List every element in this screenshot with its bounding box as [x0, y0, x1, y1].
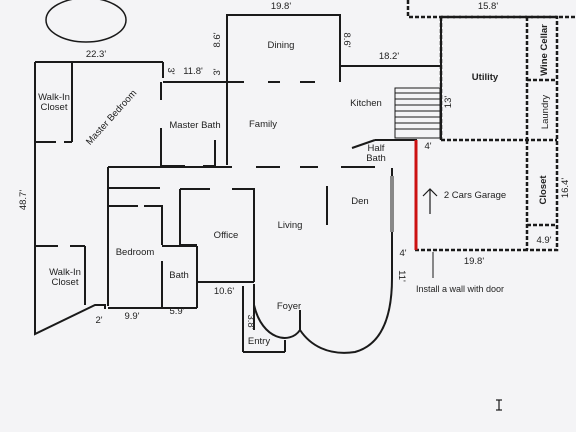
dim-dining-left: 8.6' — [212, 32, 224, 48]
room-bath: Bath — [169, 270, 189, 282]
dim-left-wall: 48.7' — [18, 189, 30, 211]
room-living: Living — [277, 220, 303, 232]
dim-step-3-top: 3' — [164, 67, 176, 75]
dim-dining-right: 8.6' — [340, 32, 352, 48]
room-foyer: Foyer — [276, 301, 302, 313]
dim-closet-4-9: 4.9' — [536, 235, 552, 247]
room-walk-in-closet-top: Walk-In Closet — [38, 92, 70, 113]
dim-master-bath-top: 11.8' — [183, 66, 203, 78]
master-wing-outer — [34, 62, 106, 336]
up-arrow-icon — [422, 188, 438, 214]
dim-step-3-left: 3' — [212, 68, 224, 76]
room-utility: Utility — [471, 72, 499, 84]
room-wine-cellar: Wine Cellar — [539, 24, 551, 76]
dim-garage-side: 16.4' — [560, 177, 572, 199]
room-kitchen: Kitchen — [350, 98, 382, 110]
room-garage: 2 Cars Garage — [443, 190, 507, 202]
dim-top-left-wall: 22.3' — [85, 49, 107, 61]
dim-kitchen-side: 13' — [443, 95, 455, 109]
room-dining: Dining — [267, 40, 295, 52]
dim-den-11: 11' — [395, 270, 407, 282]
room-office: Office — [213, 230, 239, 242]
dim-den-4: 4' — [399, 248, 407, 260]
dim-entry-3-8: 3.8' — [244, 314, 256, 330]
stairs — [394, 87, 441, 139]
dining-walls — [226, 14, 341, 82]
text-cursor-icon — [496, 399, 502, 411]
dim-bottom-2: 2' — [95, 315, 103, 327]
room-den: Den — [351, 196, 369, 208]
room-entry: Entry — [247, 336, 271, 348]
room-closet: Closet — [538, 175, 550, 205]
dim-kitchen-top: 18.2' — [378, 51, 400, 63]
dim-garage-bottom: 19.8' — [463, 256, 485, 268]
room-family: Family — [249, 119, 277, 131]
bathtub-icon — [45, 0, 127, 43]
dim-office-10-6: 10.6' — [213, 286, 235, 298]
dim-half-bath-4: 4' — [424, 141, 432, 153]
room-walk-in-closet-bottom: Walk-In Closet — [49, 267, 81, 288]
dim-bottom-9-9: 9.9' — [124, 311, 140, 323]
annotation-install-wall: Install a wall with door — [416, 284, 505, 294]
dim-dining-top: 19.8' — [270, 1, 292, 13]
room-laundry: Laundry — [540, 94, 552, 130]
room-bedroom: Bedroom — [115, 247, 155, 259]
room-half-bath: Half Bath — [366, 143, 386, 164]
garage-dashed-walls — [415, 15, 559, 252]
room-master-bath: Master Bath — [169, 120, 221, 132]
dim-right-top: 15.8' — [477, 1, 499, 13]
dim-bottom-5-9: 5.9' — [169, 306, 185, 318]
foyer-bay — [253, 277, 393, 354]
